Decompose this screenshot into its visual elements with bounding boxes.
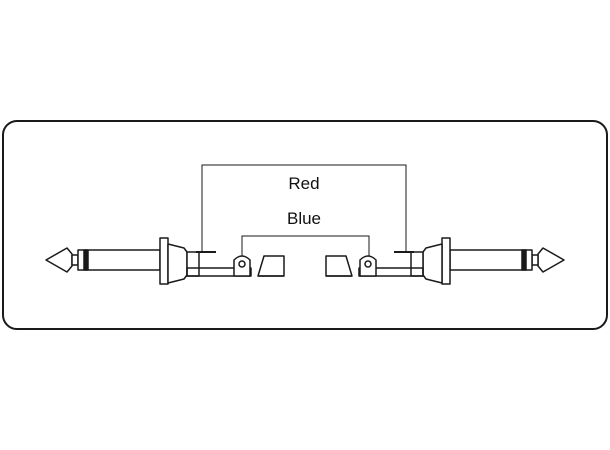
left-jack-plug-icon bbox=[45, 237, 285, 285]
right-plug-neck bbox=[531, 254, 539, 266]
red-wire-label: Red bbox=[288, 174, 319, 193]
left-plug-eyelet-hole bbox=[238, 260, 246, 268]
left-plug-shaft bbox=[77, 249, 161, 271]
right-plug-housing bbox=[422, 243, 443, 284]
left-plug-housing bbox=[167, 243, 188, 284]
left-plug-neck bbox=[71, 254, 79, 266]
right-plug-shaft bbox=[449, 249, 533, 271]
left-plug-collar bbox=[159, 237, 169, 285]
left-plug-clamp bbox=[257, 255, 285, 277]
right-plug-collar bbox=[441, 237, 451, 285]
right-plug-eyelet-hole bbox=[364, 260, 372, 268]
diagram-frame bbox=[2, 120, 608, 330]
right-plug-strip bbox=[358, 267, 424, 277]
left-plug-strip bbox=[186, 267, 252, 277]
red-wire bbox=[201, 164, 407, 252]
right-plug-tip bbox=[537, 247, 565, 273]
blue-wire bbox=[241, 235, 370, 262]
left-plug-tip bbox=[45, 247, 73, 273]
right-plug-ring bbox=[521, 249, 527, 271]
right-jack-plug-icon bbox=[325, 237, 565, 285]
right-plug-terminal bbox=[410, 251, 424, 277]
left-plug-ring bbox=[83, 249, 89, 271]
left-plug-terminal bbox=[186, 251, 200, 277]
right-plug-clamp bbox=[325, 255, 353, 277]
blue-wire-label: Blue bbox=[287, 209, 321, 228]
